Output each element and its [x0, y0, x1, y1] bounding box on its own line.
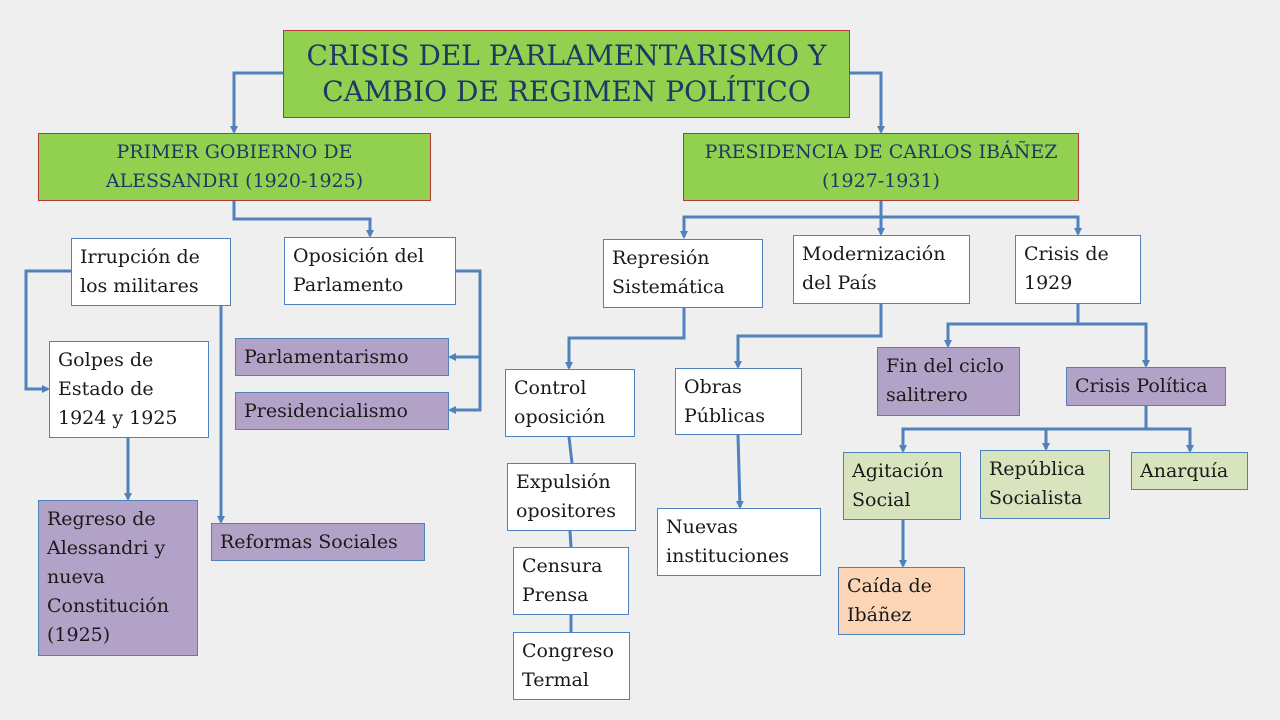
box-reformas-sociales-text: Reformas Sociales [220, 531, 398, 553]
box-golpes-estado: Golpes de Estado de 1924 y 1925 [49, 341, 209, 438]
box-nuevas-instituciones: Nuevas instituciones [657, 508, 821, 576]
arrow-title-left [230, 71, 283, 134]
box-oposicion-parlamento-text: Oposición del Parlamento [293, 245, 424, 296]
arrow-modernizacion-obras [734, 304, 883, 369]
box-expulsion-opositores-text: Expulsión opositores [516, 471, 617, 522]
heading-alessandri-text: PRIMER GOBIERNO DE ALESSANDRI (1920-1925… [105, 141, 364, 192]
box-agitacion-social: Agitación Social [843, 452, 961, 520]
arrow-crisis-fin [944, 304, 1080, 348]
box-control-oposicion: Control oposición [505, 369, 635, 437]
arrow-politica-agitacion [899, 406, 1148, 453]
box-golpes-estado-text: Golpes de Estado de 1924 y 1925 [58, 349, 178, 429]
arrow-irrupcion-golpes [24, 269, 71, 393]
box-crisis-1929-text: Crisis de 1929 [1024, 243, 1109, 294]
box-fin-ciclo-salitrero-text: Fin del ciclo salitrero [886, 355, 1004, 406]
box-obras-publicas-text: Obras Públicas [684, 376, 766, 427]
main-title: CRISIS DEL PARLAMENTARISMO Y CAMBIO DE R… [283, 30, 850, 118]
box-censura-prensa: Censura Prensa [513, 547, 629, 615]
box-presidencialismo-text: Presidencialismo [244, 400, 408, 422]
arrow-represion-control [565, 308, 686, 370]
arrow-right-represion [680, 215, 881, 239]
line-control-chain [567, 436, 574, 632]
box-parlamentarismo: Parlamentarismo [235, 338, 449, 376]
box-congreso-termal-text: Congreso Termal [522, 640, 614, 691]
arrow-oposicion-presidencialismo [448, 357, 482, 414]
box-represion-sistematica-text: Represión Sistemática [612, 247, 725, 298]
heading-alessandri: PRIMER GOBIERNO DE ALESSANDRI (1920-1925… [38, 133, 431, 201]
box-presidencialismo: Presidencialismo [235, 392, 449, 430]
box-censura-prensa-text: Censura Prensa [522, 555, 603, 606]
box-regreso-alessandri: Regreso de Alessandri y nueva Constituci… [38, 500, 198, 656]
box-regreso-alessandri-text: Regreso de Alessandri y nueva Constituci… [47, 508, 169, 646]
box-irrupcion-militares-text: Irrupción de los militares [80, 246, 200, 297]
box-congreso-termal: Congreso Termal [513, 632, 630, 700]
arrow-obras-nuevas [735, 434, 744, 509]
box-republica-socialista: República Socialista [980, 450, 1110, 519]
box-agitacion-social-text: Agitación Social [852, 460, 944, 511]
box-represion-sistematica: Represión Sistemática [603, 239, 763, 308]
box-expulsion-opositores: Expulsión opositores [507, 463, 636, 531]
box-republica-socialista-text: República Socialista [989, 458, 1086, 509]
box-fin-ciclo-salitrero: Fin del ciclo salitrero [877, 347, 1020, 416]
arrow-crisis-politica [1078, 322, 1150, 368]
heading-ibanez-text: PRESIDENCIA DE CARLOS IBÁÑEZ (1927-1931) [704, 141, 1058, 192]
box-modernizacion-pais: Modernización del País [793, 235, 970, 304]
box-caida-ibanez-text: Caída de Ibáñez [847, 575, 932, 626]
arrow-right-crisis1929 [881, 215, 1082, 236]
box-modernizacion-pais-text: Modernización del País [802, 243, 946, 294]
box-oposicion-parlamento: Oposición del Parlamento [284, 237, 456, 305]
box-anarquia: Anarquía [1131, 452, 1248, 490]
arrow-title-right [850, 71, 885, 134]
box-obras-publicas: Obras Públicas [675, 368, 802, 435]
box-crisis-1929: Crisis de 1929 [1015, 235, 1141, 304]
box-control-oposicion-text: Control oposición [514, 377, 606, 428]
box-caida-ibanez: Caída de Ibáñez [838, 567, 965, 635]
box-anarquia-text: Anarquía [1140, 460, 1229, 482]
box-irrupcion-militares: Irrupción de los militares [71, 238, 231, 306]
box-crisis-politica-text: Crisis Política [1075, 375, 1208, 397]
box-crisis-politica: Crisis Política [1066, 367, 1226, 406]
main-title-text: CRISIS DEL PARLAMENTARISMO Y CAMBIO DE R… [306, 39, 827, 108]
heading-ibanez: PRESIDENCIA DE CARLOS IBÁÑEZ (1927-1931) [683, 133, 1079, 201]
arrow-oposicion-parlamentarismo [448, 269, 482, 361]
arrow-left-oposicion [232, 201, 374, 238]
box-parlamentarismo-text: Parlamentarismo [244, 346, 409, 368]
box-reformas-sociales: Reformas Sociales [211, 523, 425, 561]
box-nuevas-instituciones-text: Nuevas instituciones [666, 516, 790, 567]
arrow-politica-anarquia [1146, 427, 1194, 453]
